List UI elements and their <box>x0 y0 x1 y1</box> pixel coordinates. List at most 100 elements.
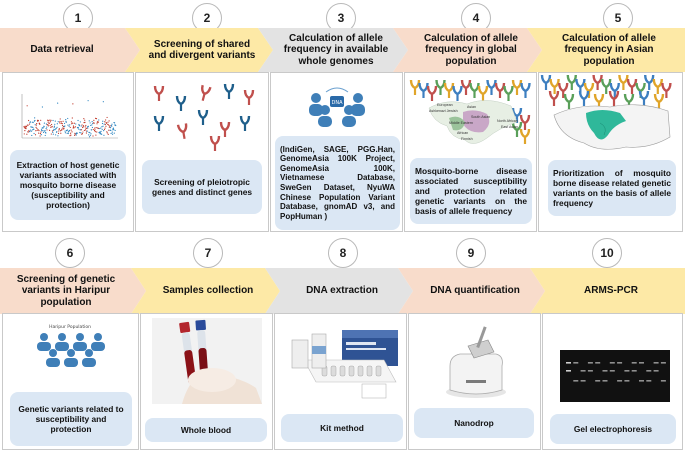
gel-band <box>580 380 586 382</box>
manhattan-point <box>36 122 38 125</box>
step-7-number: 7 <box>193 238 223 268</box>
gene-icon <box>209 135 221 151</box>
gel-band <box>660 380 666 382</box>
gene-icon <box>592 74 603 90</box>
manhattan-point <box>113 122 116 124</box>
gene-icon <box>223 83 235 99</box>
manhattan-point <box>29 131 31 133</box>
step-10-caption: Gel electrophoresis <box>550 414 676 444</box>
row1-banner <box>0 28 685 72</box>
manhattan-point <box>26 105 28 107</box>
gel-band <box>639 380 644 382</box>
manhattan-point <box>35 126 37 128</box>
manhattan-point <box>36 127 38 130</box>
manhattan-point <box>25 128 27 130</box>
manhattan-point <box>105 125 107 127</box>
manhattan-point <box>32 129 34 131</box>
manhattan-point <box>50 119 52 121</box>
svg-text:DNA: DNA <box>331 100 343 106</box>
manhattan-point <box>61 124 64 127</box>
kit-tube <box>357 365 364 377</box>
manhattan-point <box>48 119 50 122</box>
gene-icon <box>503 85 514 101</box>
step-6-title: Screening of genetic variants in Haripur… <box>16 273 116 308</box>
manhattan-point <box>84 129 87 131</box>
manhattan-point <box>35 124 37 126</box>
step-3-caption: (IndiGen, SAGE, PGG.Han, GenomeAsia 100K… <box>275 136 400 230</box>
step-10-chevron <box>530 268 685 314</box>
manhattan-point <box>87 125 89 128</box>
manhattan-point <box>89 122 91 124</box>
manhattan-plot-icon <box>21 94 118 139</box>
manhattan-point <box>38 122 41 125</box>
gel-band <box>609 362 615 364</box>
manhattan-point <box>80 125 82 127</box>
manhattan-point <box>39 123 41 125</box>
manhattan-point <box>42 127 44 129</box>
gene-icon <box>176 123 188 140</box>
manhattan-point <box>56 126 58 128</box>
manhattan-point <box>109 126 111 128</box>
step-9-number: 9 <box>456 238 486 268</box>
step-9-title: DNA quantification <box>430 285 520 297</box>
manhattan-point <box>40 133 42 136</box>
gene-icon <box>578 90 590 106</box>
manhattan-point <box>94 129 96 131</box>
manhattan-point <box>78 128 80 130</box>
manhattan-point <box>96 123 98 125</box>
manhattan-point <box>30 130 33 132</box>
manhattan-point <box>59 130 62 132</box>
manhattan-point <box>69 126 71 129</box>
manhattan-point <box>49 119 51 121</box>
step-1-caption: Extraction of host genetic variants asso… <box>10 150 126 220</box>
manhattan-point <box>104 121 106 123</box>
manhattan-point <box>34 134 37 136</box>
gel-image-icon <box>560 350 670 402</box>
gene-icon <box>175 95 187 111</box>
manhattan-point <box>65 120 67 122</box>
manhattan-point <box>105 119 107 121</box>
manhattan-point <box>53 128 55 130</box>
person-icon <box>82 349 96 367</box>
manhattan-point <box>65 121 67 123</box>
manhattan-point <box>109 125 111 127</box>
gene-icon <box>661 82 672 98</box>
manhattan-point <box>51 125 53 128</box>
step-8-chevron <box>265 268 413 314</box>
gel-band <box>602 380 608 382</box>
gel-band <box>617 380 623 382</box>
manhattan-point <box>74 126 77 128</box>
dna-kit-icon <box>291 330 398 399</box>
manhattan-point <box>70 129 72 131</box>
gene-icon <box>652 78 664 94</box>
step-9-chevron <box>398 268 545 314</box>
gene-icon <box>486 79 497 95</box>
manhattan-point <box>32 121 34 124</box>
gel-band <box>602 370 608 372</box>
manhattan-point <box>91 124 93 126</box>
manhattan-point <box>109 127 112 129</box>
gel-band <box>646 370 652 372</box>
manhattan-point <box>41 106 43 108</box>
manhattan-point <box>91 126 94 129</box>
map-label-north-african: North African <box>497 119 518 123</box>
manhattan-point <box>58 128 60 130</box>
population-group-icon: DNA <box>309 87 365 127</box>
manhattan-point <box>101 122 104 125</box>
manhattan-point <box>46 129 48 131</box>
manhattan-point <box>63 127 65 129</box>
manhattan-point <box>32 126 34 129</box>
manhattan-point <box>80 129 83 131</box>
manhattan-point <box>34 119 36 122</box>
gene-icon <box>418 82 429 98</box>
gene-icon <box>443 82 455 98</box>
step-2-caption: Screening of pleiotropic genes and disti… <box>142 160 262 214</box>
step-3-title: Calculation of allele frequency in avail… <box>283 32 389 67</box>
map-label-european: European <box>437 103 453 107</box>
manhattan-point <box>71 123 73 125</box>
manhattan-point <box>43 122 46 124</box>
manhattan-point <box>53 126 55 128</box>
gel-band <box>573 362 579 364</box>
manhattan-point <box>39 135 41 137</box>
gel-band <box>587 370 593 372</box>
